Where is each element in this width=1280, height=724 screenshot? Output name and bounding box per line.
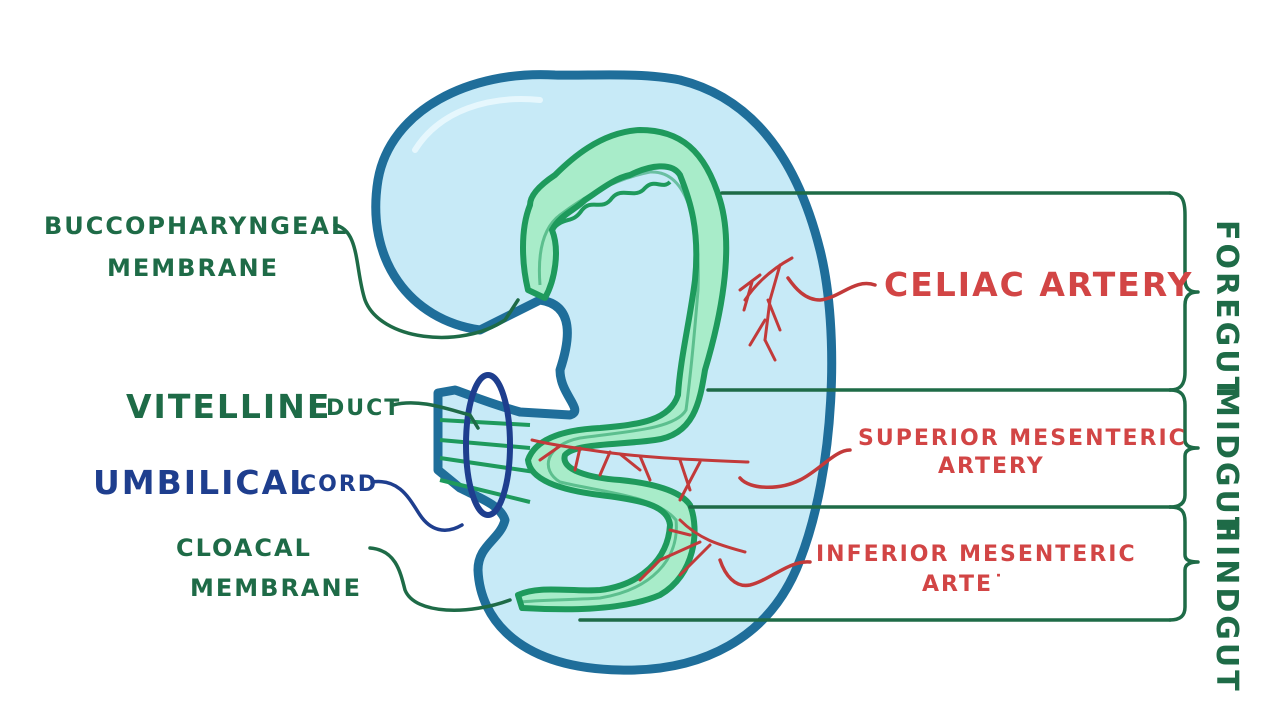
midgut-bracket (1168, 388, 1200, 509)
cloacal-label-line1: CLOACAL (176, 534, 312, 562)
sma-leader (738, 448, 852, 489)
celiac-leader (786, 276, 877, 302)
foregut-label: FOREGUT (1209, 220, 1244, 401)
celiac-artery-branches (738, 256, 794, 362)
vitelline-label-sub: DUCT (326, 396, 402, 421)
gut-lumen (519, 170, 700, 604)
sma-label-line1: SUPERIOR MESENTERIC (858, 426, 1187, 451)
hindgut-bracket (1168, 505, 1200, 622)
vitelline-duct-channel (439, 418, 536, 504)
ima-label-line2: ARTE˙ (922, 572, 1007, 597)
sma-label-line2: ARTERY (938, 454, 1045, 479)
umbilical-label-main: UMBILICAL (93, 463, 313, 502)
gut-tube (515, 127, 730, 613)
vitelline-label-main: VITELLINE (126, 387, 332, 426)
foregut-wavy-edge (550, 180, 672, 232)
region-brackets (578, 191, 1200, 622)
buccopharyngeal-label-line1: BUCCOPHARYNGEAL (44, 212, 349, 240)
superior-mesenteric-artery-branches (530, 438, 750, 502)
ima-label-line1: INFERIOR MESENTERIC (816, 542, 1137, 567)
midgut-label: MIDGUT (1209, 387, 1244, 541)
cloacal-leader (368, 546, 512, 612)
embryo-highlight (412, 96, 543, 153)
umbilical-cord-ring (463, 372, 513, 518)
ima-leader (718, 558, 812, 588)
foregut-bracket (1168, 191, 1200, 392)
leader-lines (333, 223, 877, 612)
cloacal-label-line2: MEMBRANE (190, 574, 362, 602)
inferior-mesenteric-artery-branches (638, 518, 747, 582)
buccopharyngeal-label-line2: MEMBRANE (107, 254, 279, 282)
buccopharyngeal-leader (333, 223, 520, 340)
vitelline-leader (391, 401, 480, 430)
umbilical-label-sub: CORD (300, 472, 379, 497)
hindgut-label: HINDGUT (1209, 517, 1244, 694)
celiac-artery-label: CELIAC ARTERY (884, 265, 1194, 304)
umbilical-leader (370, 479, 464, 532)
